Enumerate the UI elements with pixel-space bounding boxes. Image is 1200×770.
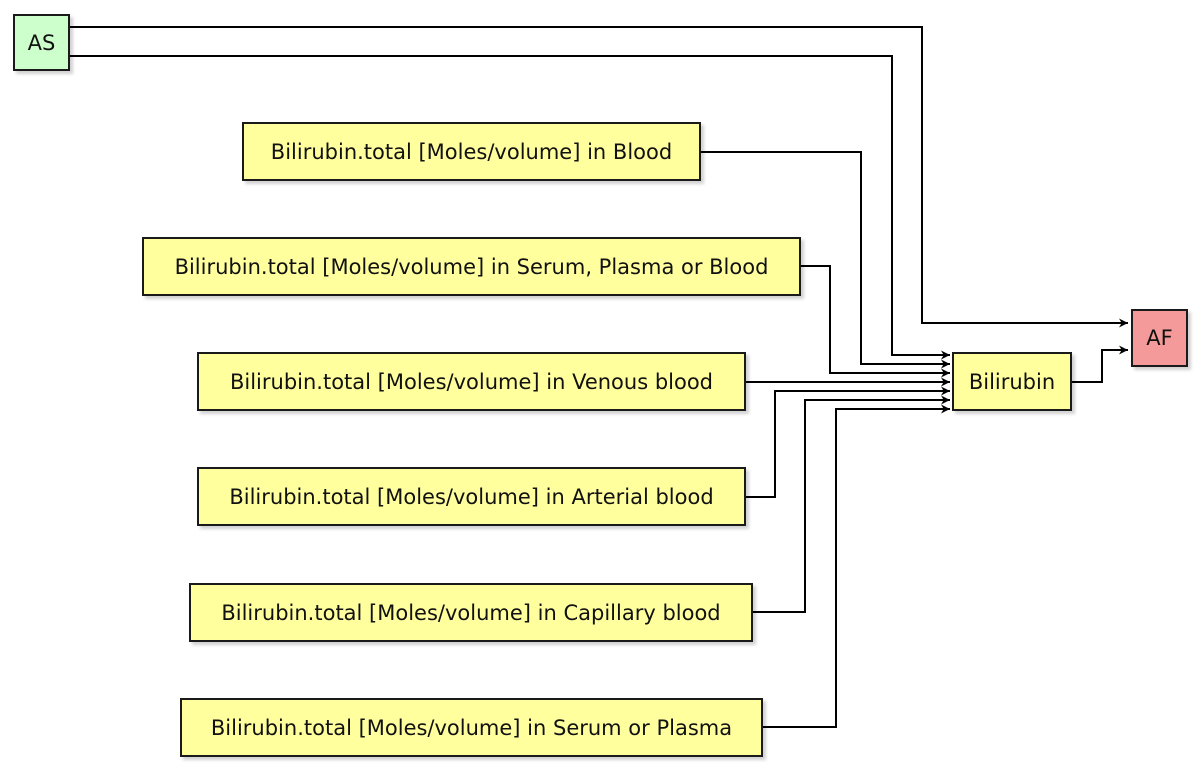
edge-as-to-bilirubin	[70, 55, 950, 360]
concept-node-blood[interactable]: Bilirubin.total [Moles/volume] in Blood	[242, 122, 701, 181]
concept-node-capillary-blood[interactable]: Bilirubin.total [Moles/volume] in Capill…	[189, 583, 753, 642]
edge-arterial-to-bilirubin	[746, 386, 950, 498]
concept-node-arterial-blood[interactable]: Bilirubin.total [Moles/volume] in Arteri…	[197, 467, 746, 526]
group-node-bilirubin[interactable]: Bilirubin	[952, 352, 1072, 411]
edge-blood-to-bilirubin	[701, 151, 950, 369]
concept-node-serum-plasma-or-blood[interactable]: Bilirubin.total [Moles/volume] in Serum,…	[142, 237, 801, 296]
finish-node[interactable]: AF	[1131, 309, 1188, 367]
edge-serum-plasma-blood-to-bilirubin	[801, 265, 950, 378]
start-node[interactable]: AS	[13, 14, 70, 71]
edge-serum-plasma-to-bilirubin	[763, 404, 950, 728]
edge-bilirubin-to-af	[1072, 345, 1128, 383]
edge-as-to-af-top	[70, 26, 1128, 328]
concept-node-venous-blood[interactable]: Bilirubin.total [Moles/volume] in Venous…	[197, 352, 746, 411]
concept-node-serum-or-plasma[interactable]: Bilirubin.total [Moles/volume] in Serum …	[180, 698, 763, 757]
edge-capillary-to-bilirubin	[753, 395, 950, 613]
